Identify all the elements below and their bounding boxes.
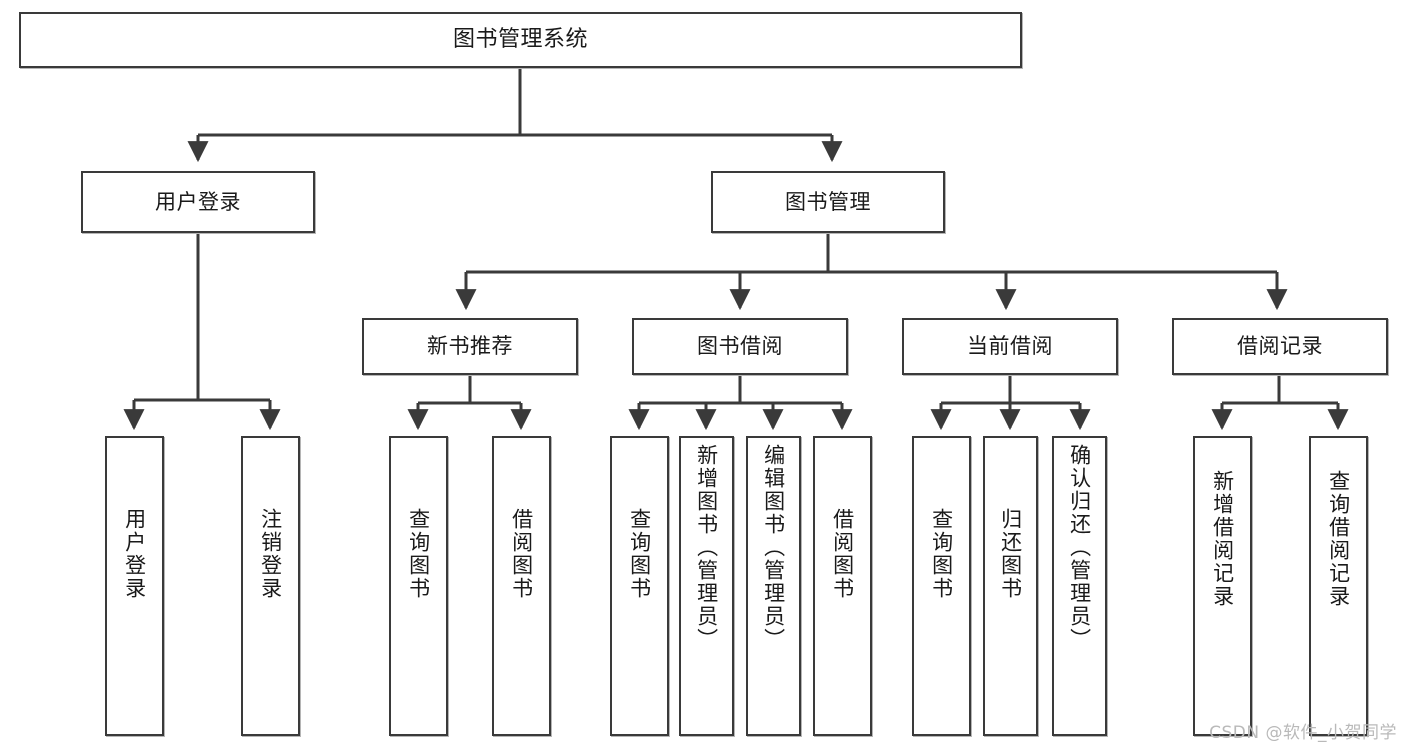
leaf-borrow-record-query[interactable]: 查询借阅记录 <box>1309 436 1368 736</box>
node-label: 查询借阅记录 <box>1326 470 1351 608</box>
node-new-book-recommend[interactable]: 新书推荐 <box>362 318 578 375</box>
node-book-borrow[interactable]: 图书借阅 <box>632 318 848 375</box>
leaf-new-book-query[interactable]: 查询图书 <box>389 436 448 736</box>
node-label: 借阅图书 <box>509 508 534 600</box>
node-label: 当前借阅 <box>967 334 1053 359</box>
node-label: 图书管理 <box>785 189 871 214</box>
leaf-book-borrow-lend[interactable]: 借阅图书 <box>813 436 872 736</box>
node-borrow-record[interactable]: 借阅记录 <box>1172 318 1388 375</box>
leaf-book-borrow-query[interactable]: 查询图书 <box>610 436 669 736</box>
node-label: 新书推荐 <box>427 334 513 359</box>
node-label: 图书借阅 <box>697 334 783 359</box>
leaf-borrow-record-add[interactable]: 新增借阅记录 <box>1193 436 1252 736</box>
node-label: 注销登录 <box>258 508 283 600</box>
node-label: 查询图书 <box>627 508 652 600</box>
node-label: 图书管理系统 <box>452 27 588 53</box>
leaf-current-borrow-query[interactable]: 查询图书 <box>912 436 971 736</box>
leaf-book-borrow-add[interactable]: 新增图书（管理员） <box>679 436 734 736</box>
node-label: 新增借阅记录 <box>1210 470 1235 608</box>
node-label: 借阅记录 <box>1237 334 1323 359</box>
node-label: 查询图书 <box>929 508 954 600</box>
node-label: 借阅图书 <box>830 508 855 600</box>
leaf-user-login-signin[interactable]: 用户登录 <box>105 436 164 736</box>
node-label: 用户登录 <box>122 508 147 600</box>
node-label: 归还图书 <box>998 508 1023 600</box>
node-current-borrow[interactable]: 当前借阅 <box>902 318 1118 375</box>
node-book-management[interactable]: 图书管理 <box>711 171 945 233</box>
leaf-user-login-signout[interactable]: 注销登录 <box>241 436 300 736</box>
node-label: 新增图书（管理员） <box>694 444 719 651</box>
node-user-login[interactable]: 用户登录 <box>81 171 315 233</box>
csdn-watermark: CSDN @软件_小贺同学 <box>1209 723 1397 743</box>
leaf-current-borrow-return[interactable]: 归还图书 <box>983 436 1038 736</box>
node-label: 编辑图书（管理员） <box>761 444 786 651</box>
node-book-management-system[interactable]: 图书管理系统 <box>19 12 1022 68</box>
leaf-book-borrow-edit[interactable]: 编辑图书（管理员） <box>746 436 801 736</box>
node-label: 用户登录 <box>155 189 241 214</box>
leaf-new-book-borrow[interactable]: 借阅图书 <box>492 436 551 736</box>
node-label: 查询图书 <box>406 508 431 600</box>
node-label: 确认归还（管理员） <box>1067 444 1092 651</box>
leaf-current-borrow-confirm[interactable]: 确认归还（管理员） <box>1052 436 1107 736</box>
